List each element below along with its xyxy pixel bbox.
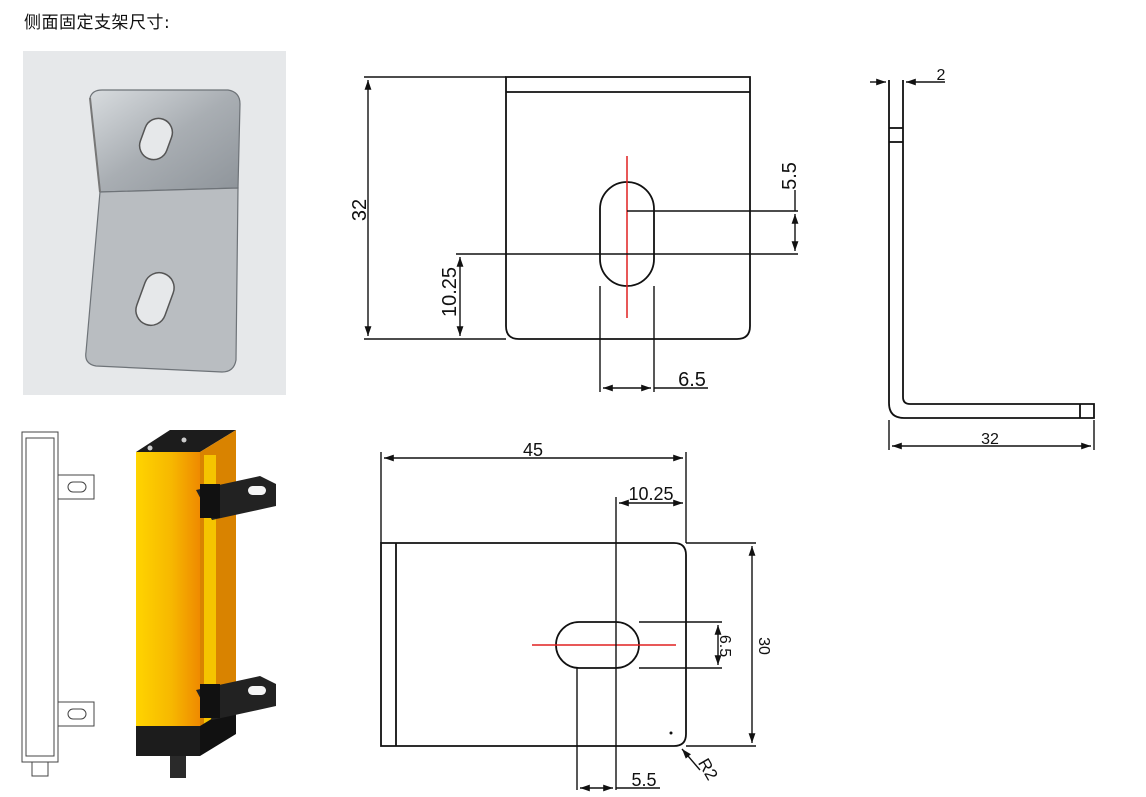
- bracket-photo: [23, 51, 286, 395]
- side-thickness-label: 2: [937, 67, 946, 84]
- side-view-drawing: [888, 80, 1095, 419]
- top-width-label: 30: [755, 637, 772, 655]
- sensor-with-brackets-render: [136, 430, 276, 778]
- top-view-dimensions: [380, 452, 756, 792]
- front-slot-length-label: 5.5: [779, 162, 801, 190]
- front-slot-offset-label: 10.25: [439, 267, 461, 317]
- front-view-dimensions: [364, 76, 799, 392]
- top-corner-radius-label: R2: [694, 755, 721, 783]
- page-title: 侧面固定支架尺寸:: [24, 13, 171, 33]
- top-length-label: 45: [523, 440, 543, 460]
- front-height-label: 32: [349, 199, 371, 221]
- sensor-outline-sketch: [21, 431, 95, 777]
- side-view-dimensions: [870, 78, 1095, 450]
- top-slot-length-label: 5.5: [631, 770, 656, 790]
- front-view-drawing: [505, 76, 751, 340]
- top-view-drawing: [380, 542, 687, 747]
- side-leg-length-label: 32: [981, 431, 999, 448]
- top-slot-width-label: 6.5: [716, 635, 733, 657]
- front-slot-width-label: 6.5: [678, 369, 706, 391]
- top-offset-label: 10.25: [628, 484, 673, 504]
